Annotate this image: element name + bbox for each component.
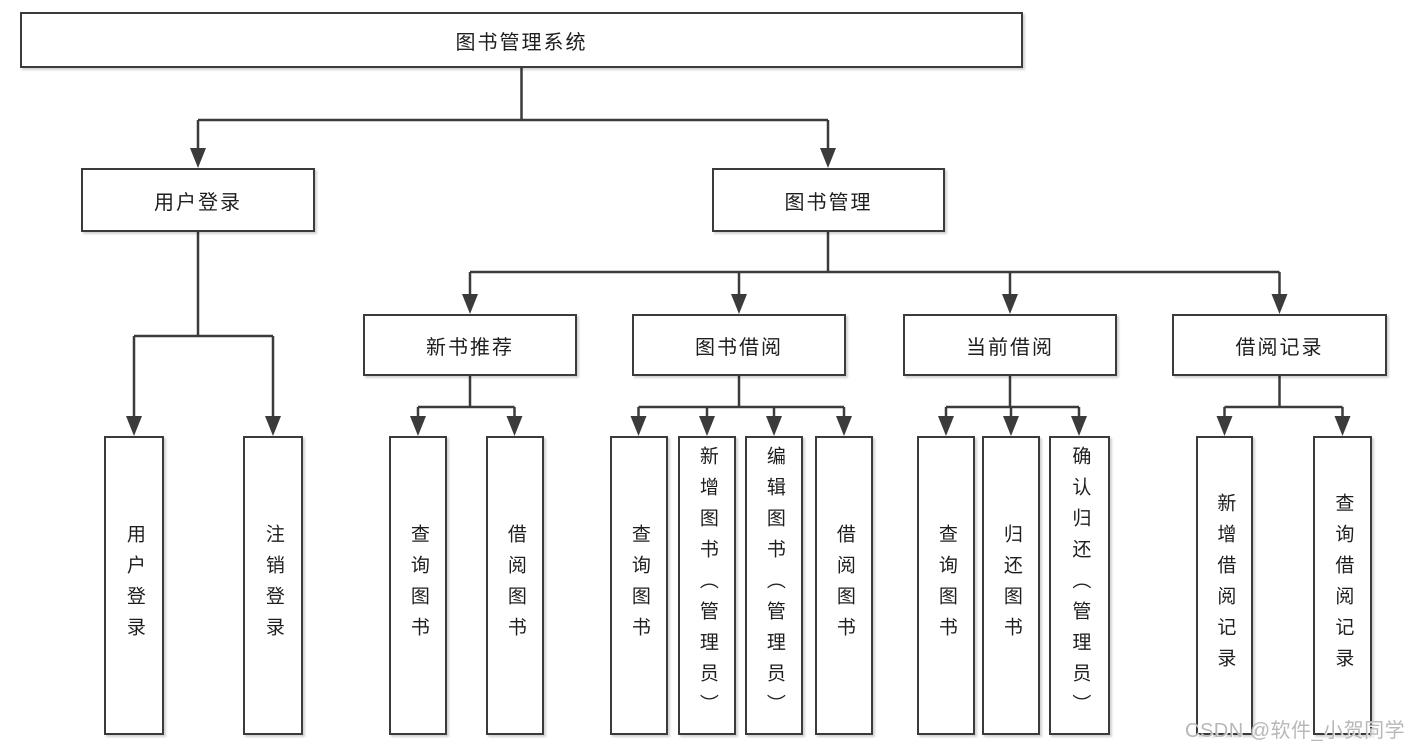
leaf-label: 查询图书	[407, 523, 429, 648]
leaf-edit-books-admin: 编辑图书（管理员）	[745, 436, 803, 735]
arrow-down-icon	[265, 416, 281, 436]
arrow-down-icon	[506, 416, 523, 436]
node-book-management: 图书管理	[712, 168, 945, 232]
leaf-label: 编辑图书（管理员）	[763, 446, 785, 725]
arrow-down-icon	[820, 148, 836, 168]
leaf-add-borrow-record: 新增借阅记录	[1196, 436, 1253, 735]
node-user-login-label: 用户登录	[154, 191, 242, 214]
arrow-down-icon	[1216, 416, 1233, 436]
node-root: 图书管理系统	[20, 12, 1023, 68]
leaf-label: 新增图书（管理员）	[696, 446, 718, 725]
leaf-label: 注销登录	[262, 523, 284, 648]
connector-root-to-level2	[190, 68, 836, 168]
node-borrow-records: 借阅记录	[1172, 314, 1387, 376]
arrow-down-icon	[126, 416, 142, 436]
leaf-label: 查询借阅记录	[1332, 492, 1354, 679]
leaf-query-books-current: 查询图书	[917, 436, 975, 735]
arrow-down-icon	[1334, 416, 1351, 436]
leaf-label: 借阅图书	[504, 523, 526, 648]
leaf-user-login: 用户登录	[104, 436, 164, 735]
connector-user-login-branch	[126, 232, 281, 436]
arrow-down-icon	[1003, 416, 1019, 436]
leaf-label: 查询图书	[628, 523, 650, 648]
connector-new-book-branch	[410, 376, 523, 436]
arrow-down-icon	[766, 416, 782, 436]
node-root-label: 图书管理系统	[455, 31, 588, 54]
arrow-down-icon	[1271, 294, 1288, 314]
leaf-return-books: 归还图书	[982, 436, 1040, 735]
connector-borrow-record-branch	[1216, 376, 1351, 436]
leaf-label: 借阅图书	[833, 523, 855, 648]
leaf-add-books-admin: 新增图书（管理员）	[678, 436, 736, 735]
node-user-login: 用户登录	[81, 168, 315, 232]
leaf-query-borrow-record: 查询借阅记录	[1313, 436, 1372, 735]
arrow-down-icon	[836, 416, 852, 436]
connector-current-borrow-branch	[938, 376, 1087, 436]
arrow-down-icon	[410, 416, 426, 436]
arrow-down-icon	[699, 416, 715, 436]
arrow-down-icon	[1002, 294, 1018, 314]
arrow-down-icon	[938, 416, 954, 436]
leaf-borrow-books: 借阅图书	[815, 436, 873, 735]
leaf-label: 新增借阅记录	[1214, 492, 1236, 679]
node-book-management-label: 图书管理	[784, 191, 873, 214]
leaf-logout: 注销登录	[243, 436, 303, 735]
node-book-borrow-label: 图书借阅	[695, 336, 783, 359]
csdn-watermark: CSDN @软件_小贺同学	[1185, 720, 1405, 742]
leaf-label: 用户登录	[123, 523, 145, 648]
arrow-down-icon	[190, 148, 206, 168]
connector-book-management-branch	[462, 232, 1288, 314]
node-new-book-recommend: 新书推荐	[363, 314, 577, 376]
arrow-down-icon	[1071, 416, 1087, 436]
node-book-borrow: 图书借阅	[632, 314, 846, 376]
leaf-borrow-books-recommend: 借阅图书	[486, 436, 544, 735]
arrow-down-icon	[731, 294, 747, 314]
leaf-query-books-recommend: 查询图书	[389, 436, 447, 735]
arrow-down-icon	[630, 416, 647, 436]
node-borrow-records-label: 借阅记录	[1235, 336, 1324, 359]
connector-book-borrow-branch	[630, 376, 852, 436]
node-new-book-recommend-label: 新书推荐	[426, 336, 514, 359]
leaf-label: 归还图书	[1000, 523, 1022, 648]
node-current-borrow-label: 当前借阅	[966, 336, 1054, 359]
leaf-label: 查询图书	[935, 523, 957, 648]
leaf-confirm-return-admin: 确认归还（管理员）	[1049, 436, 1110, 735]
leaf-label: 确认归还（管理员）	[1069, 446, 1091, 725]
arrow-down-icon	[462, 294, 478, 314]
node-current-borrow: 当前借阅	[903, 314, 1117, 376]
leaf-query-books-borrow: 查询图书	[610, 436, 668, 735]
